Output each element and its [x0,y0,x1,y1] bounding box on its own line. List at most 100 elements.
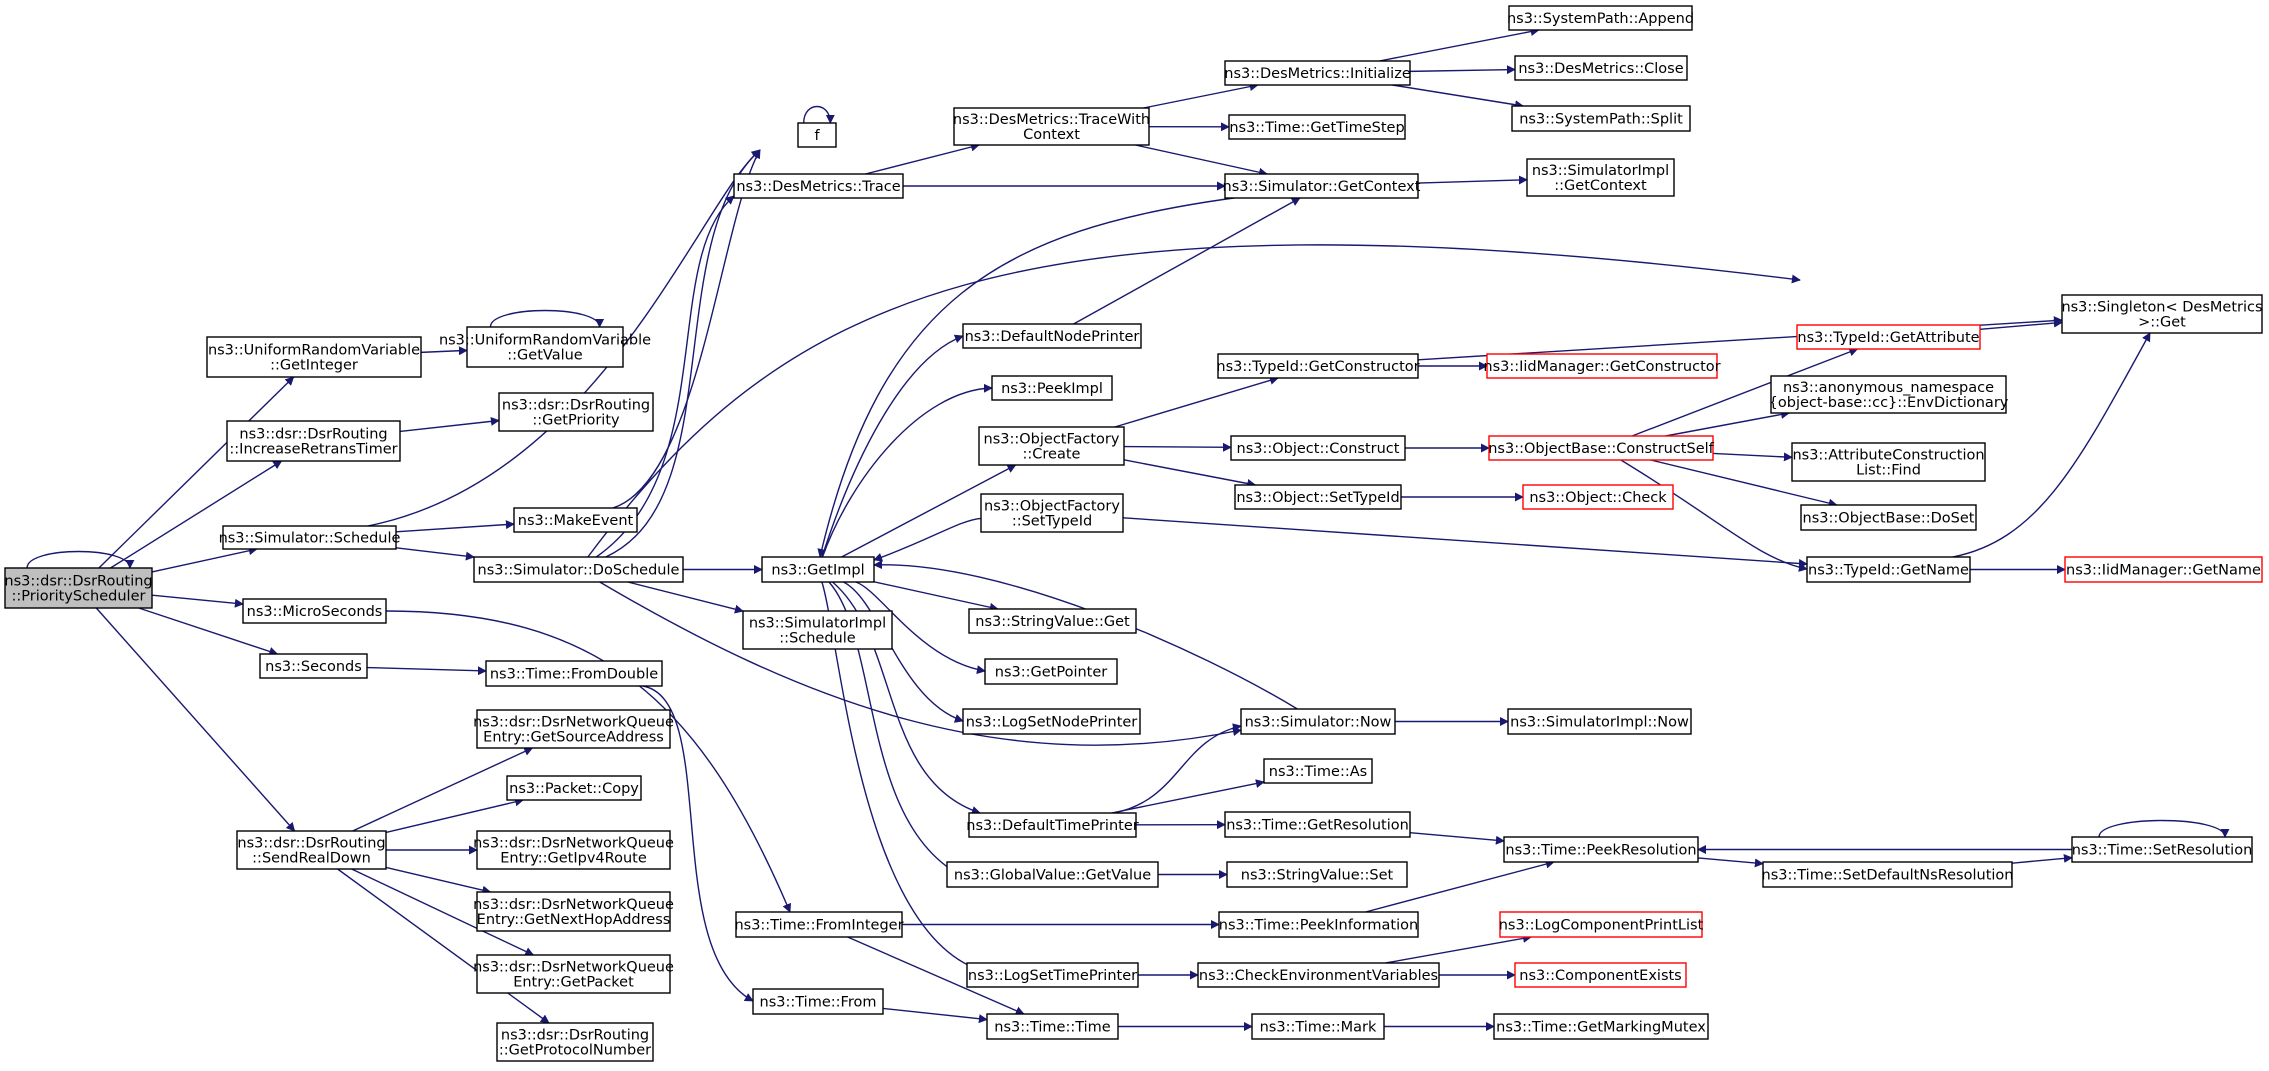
node-type-id-get-attribute[interactable]: ns3::TypeId::GetAttribute [1796,324,1981,350]
node-time-from[interactable]: ns3::Time::From [752,988,884,1015]
node-peek-impl[interactable]: ns3::PeekImpl [991,375,1113,401]
edge-get-impl-to-str-val-get [873,581,999,612]
node-def-time-printer[interactable]: ns3::DefaultTimePrinter [966,812,1139,838]
node-send-real-down[interactable]: ns3::dsr::DsrRouting::SendRealDown [236,830,387,870]
node-time-peek-info[interactable]: ns3::Time::PeekInformation [1218,911,1419,938]
node-singleton-get[interactable]: ns3::Singleton< DesMetrics>::Get [2061,294,2263,334]
node-obj-set-type-id[interactable]: ns3::Object::SetTypeId [1234,484,1402,510]
node-label: ns3::LogSetTimePrinter [968,968,1137,984]
node-ob-construct-self[interactable]: ns3::ObjectBase::ConstructSelf [1488,435,1715,461]
edge-time-set-default-ns-to-time-set-resolution [2011,853,2073,864]
node-time-from-double[interactable]: ns3::Time::FromDouble [485,660,663,687]
node-def-node-printer[interactable]: ns3::DefaultNodePrinter [962,323,1142,349]
node-label: ns3::anonymous_namespace [1783,380,1994,396]
node-sp-split[interactable]: ns3::SystemPath::Split [1511,105,1691,132]
node-sim-now[interactable]: ns3::Simulator::Now [1240,708,1396,735]
node-label: ns3::StringValue::Get [975,614,1130,630]
node-sp-append[interactable]: ns3::SystemPath::Append [1507,5,1694,31]
node-inc-retrans[interactable]: ns3::dsr::DsrRouting::IncreaseRetransTim… [226,420,401,462]
node-get-protocol-number[interactable]: ns3::dsr::DsrRouting::GetProtocolNumber [496,1022,654,1062]
node-component-exists[interactable]: ns3::ComponentExists [1514,962,1687,988]
node-qe-get-packet[interactable]: ns3::dsr::DsrNetworkQueueEntry::GetPacke… [473,954,674,994]
node-box [1514,55,1688,81]
node-root[interactable]: ns3::dsr::DsrRouting::PriorityScheduler [4,567,153,609]
node-obj-check[interactable]: ns3::Object::Check [1522,484,1674,510]
edge-time-peek-resolution-to-time-set-default-ns [1697,857,1764,868]
node-label: ns3::TypeId::GetAttribute [1797,330,1979,346]
node-box [980,493,1124,533]
node-qe-get-next-hop[interactable]: ns3::dsr::DsrNetworkQueueEntry::GetNextH… [473,891,674,932]
node-f[interactable]: f [797,122,837,148]
node-time-get-marking-mutex[interactable]: ns3::Time::GetMarkingMutex [1493,1013,1709,1040]
node-time-from-integer[interactable]: ns3::Time::FromInteger [734,911,904,938]
node-packet-copy[interactable]: ns3::Packet::Copy [506,775,642,801]
node-label: ns3::IidManager::GetConstructor [1483,359,1720,375]
node-iid-get-name[interactable]: ns3::IidManager::GetName [2064,556,2263,583]
node-str-val-set[interactable]: ns3::StringValue::Set [1226,861,1408,888]
node-log-comp-print-list[interactable]: ns3::LogComponentPrintList [1499,911,1704,938]
node-sim-impl-schedule[interactable]: ns3::SimulatorImpl::Schedule [742,610,893,650]
node-sim-impl-now[interactable]: ns3::SimulatorImpl::Now [1507,708,1692,735]
edge-root-to-micro-seconds [151,594,244,608]
node-qe-get-ipv4-route[interactable]: ns3::dsr::DsrNetworkQueueEntry::GetIpv4R… [473,830,674,870]
node-get-priority[interactable]: ns3::dsr::DsrRouting::GetPriority [498,392,654,432]
node-time-set-default-ns[interactable]: ns3::Time::SetDefaultNsResolution [1762,861,2014,888]
node-label: ns3::Object::Construct [1237,441,1400,457]
node-time-set-resolution[interactable]: ns3::Time::SetResolution [2071,836,2253,863]
node-ob-do-set[interactable]: ns3::ObjectBase::DoSet [1800,504,1977,531]
node-iid-get-constructor[interactable]: ns3::IidManager::GetConstructor [1483,353,1721,379]
node-label: ns3::LogComponentPrintList [1499,918,1704,934]
node-label: ns3::Time::SetDefaultNsResolution [1762,868,2014,884]
node-type-id-get-constructor[interactable]: ns3::TypeId::GetConstructor [1216,353,1420,379]
node-urv-get-value[interactable]: ns3::UniformRandomVariable::GetValue [439,326,651,368]
node-label: ns3::ObjectBase::ConstructSelf [1488,441,1714,457]
node-get-impl[interactable]: ns3::GetImpl [761,556,875,583]
edge-sim-schedule-to-f [367,149,761,527]
node-time-time[interactable]: ns3::Time::Time [986,1013,1119,1040]
node-time-peek-resolution[interactable]: ns3::Time::PeekResolution [1503,836,1699,863]
node-obj-construct[interactable]: ns3::Object::Construct [1230,435,1406,461]
node-check-env-vars[interactable]: ns3::CheckEnvironmentVariables [1197,962,1440,988]
node-label: ::Schedule [779,631,855,647]
edge-make-event-to-f [612,149,761,509]
edge-f-to-f [803,106,835,124]
node-get-pointer[interactable]: ns3::GetPointer [984,658,1118,685]
node-gv-get-value[interactable]: ns3::GlobalValue::GetValue [946,861,1159,888]
edge-of-create-to-obj-set-type-id [1123,459,1257,488]
nodes-layer: ns3::dsr::DsrRouting::PrioritySchedulern… [4,5,2263,1062]
node-time-get-resolution[interactable]: ns3::Time::GetResolution [1224,811,1411,838]
node-sim-schedule[interactable]: ns3::Simulator::Schedule [219,525,401,550]
node-seconds[interactable]: ns3::Seconds [259,653,368,679]
node-box [476,891,671,932]
node-env-dictionary[interactable]: ns3::anonymous_namespace{object-base::cc… [1769,375,2009,414]
edge-def-time-printer-to-time-as [1111,779,1265,814]
node-label: ns3::DefaultNodePrinter [965,329,1140,345]
node-box [1493,1013,1709,1040]
node-make-event[interactable]: ns3::MakeEvent [513,507,638,533]
edge-root-to-inc-retrans [110,460,283,569]
edge-sim-do-schedule-to-sim-now [599,581,1242,746]
node-dm-init[interactable]: ns3::DesMetrics::Initialize [1224,60,1411,86]
node-str-val-get[interactable]: ns3::StringValue::Get [968,608,1137,634]
node-of-set-type-id[interactable]: ns3::ObjectFactory::SetTypeId [980,493,1124,533]
node-log-set-time-printer[interactable]: ns3::LogSetTimePrinter [966,962,1139,988]
node-micro-seconds[interactable]: ns3::MicroSeconds [242,598,387,624]
node-time-mark[interactable]: ns3::Time::Mark [1251,1013,1385,1040]
node-qe-get-source[interactable]: ns3::dsr::DsrNetworkQueueEntry::GetSourc… [473,709,674,749]
node-time-get-time-step[interactable]: ns3::Time::GetTimeStep [1228,114,1406,140]
node-sim-get-context[interactable]: ns3::Simulator::GetContext [1223,173,1421,199]
edge-time-from-to-time-time [882,1007,988,1024]
node-sim-do-schedule[interactable]: ns3::Simulator::DoSchedule [473,556,684,583]
edge-seconds-to-time-from-double [366,666,487,676]
node-log-set-node-printer[interactable]: ns3::LogSetNodePrinter [962,708,1141,735]
node-time-as[interactable]: ns3::Time::As [1263,758,1373,784]
node-sim-impl-get-context[interactable]: ns3::SimulatorImpl::GetContext [1526,158,1675,197]
node-of-create[interactable]: ns3::ObjectFactory::Create [978,426,1125,466]
node-dm-close[interactable]: ns3::DesMetrics::Close [1514,55,1688,81]
node-dm-trace[interactable]: ns3::DesMetrics::Trace [733,173,904,199]
node-type-id-get-name[interactable]: ns3::TypeId::GetName [1806,556,1971,583]
node-urv-get-integer[interactable]: ns3::UniformRandomVariable::GetInteger [206,336,422,378]
node-label: ns3::dsr::DsrNetworkQueue [473,960,674,976]
